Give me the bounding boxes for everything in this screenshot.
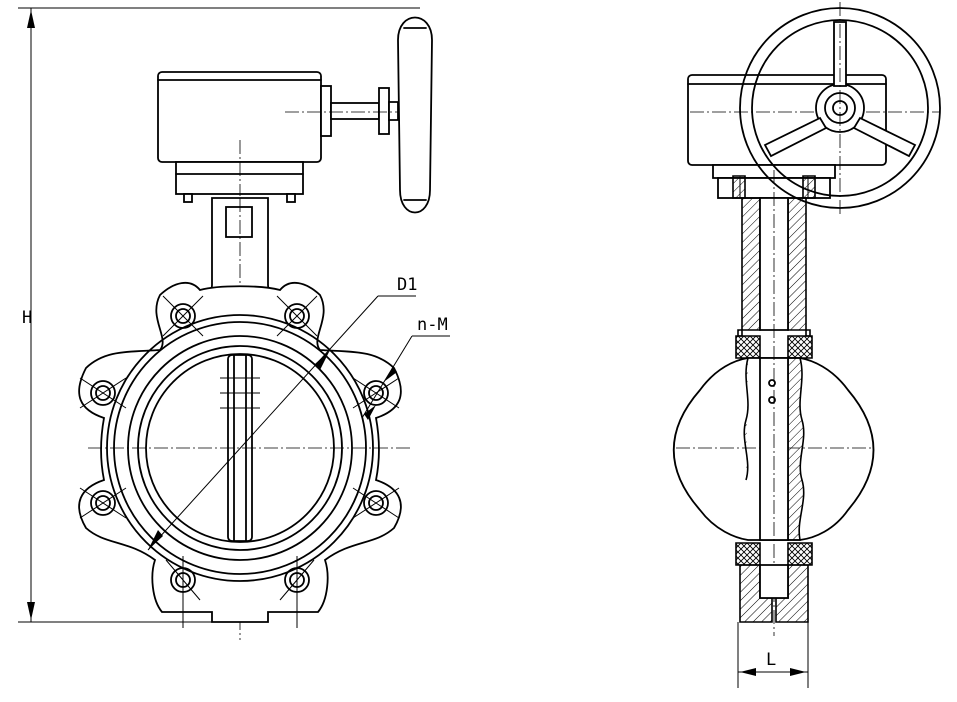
handwheel-profile bbox=[397, 16, 433, 214]
lower-seat bbox=[787, 542, 813, 566]
bolt-holes bbox=[79, 295, 450, 628]
bolt-hole bbox=[352, 487, 400, 519]
bolt-hole bbox=[165, 556, 201, 628]
disc-profile bbox=[673, 170, 875, 636]
upper-seat bbox=[787, 335, 813, 359]
height-dimension: H bbox=[18, 7, 420, 623]
valve-body bbox=[78, 281, 416, 623]
bolt-holes-label: n-M bbox=[417, 315, 448, 335]
side-view: L bbox=[673, 2, 941, 688]
front-view: H bbox=[18, 7, 450, 640]
bolt-hole bbox=[79, 377, 127, 409]
bolt-circle-label: D1 bbox=[397, 275, 417, 295]
neck-section bbox=[732, 175, 816, 337]
bottom-boss bbox=[739, 564, 809, 623]
bolt-hole bbox=[279, 556, 315, 628]
height-label: H bbox=[22, 308, 32, 328]
bolt-hole bbox=[162, 295, 204, 337]
upper-seat bbox=[735, 335, 761, 359]
length-dimension: L bbox=[737, 622, 809, 688]
length-label: L bbox=[766, 650, 776, 670]
lower-seat bbox=[735, 542, 761, 566]
gearbox bbox=[157, 71, 420, 203]
bolt-hole bbox=[276, 295, 318, 337]
handwheel bbox=[739, 2, 941, 216]
bolt-hole bbox=[79, 487, 127, 519]
